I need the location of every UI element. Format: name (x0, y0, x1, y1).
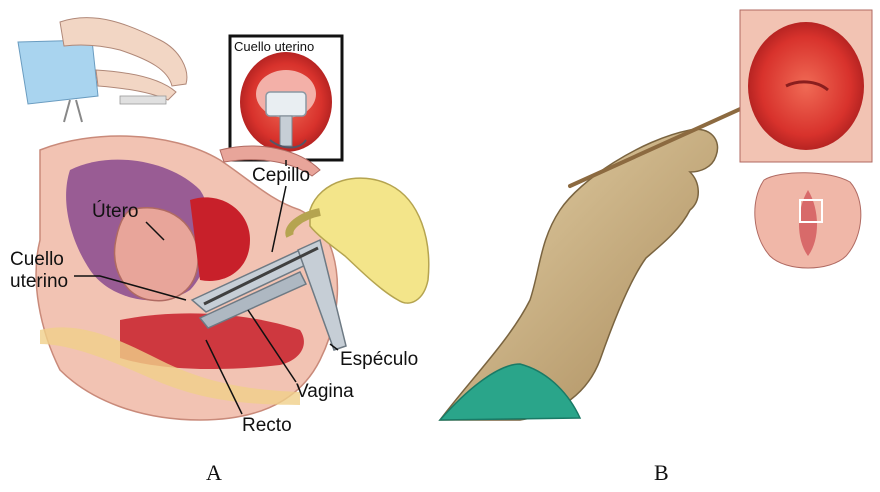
cervix-inset-b (740, 10, 872, 162)
vulva-thumbnail-b (755, 173, 861, 268)
label-brush: Cepillo (252, 166, 310, 185)
panel-label-a: A (206, 462, 222, 484)
patient-on-table-thumbnail (18, 18, 187, 122)
cervix-inset-a (230, 36, 342, 160)
label-vagina: Vagina (296, 382, 354, 401)
panel-label-b: B (654, 462, 669, 484)
label-cervix-line1: Cuello (10, 250, 64, 269)
cervix-inset-title: Cuello uterino (234, 40, 314, 53)
label-rectum: Recto (242, 416, 292, 435)
label-speculum: Espéculo (340, 350, 418, 369)
label-uterus: Útero (92, 202, 138, 221)
label-cervix-line2: uterino (10, 272, 68, 291)
